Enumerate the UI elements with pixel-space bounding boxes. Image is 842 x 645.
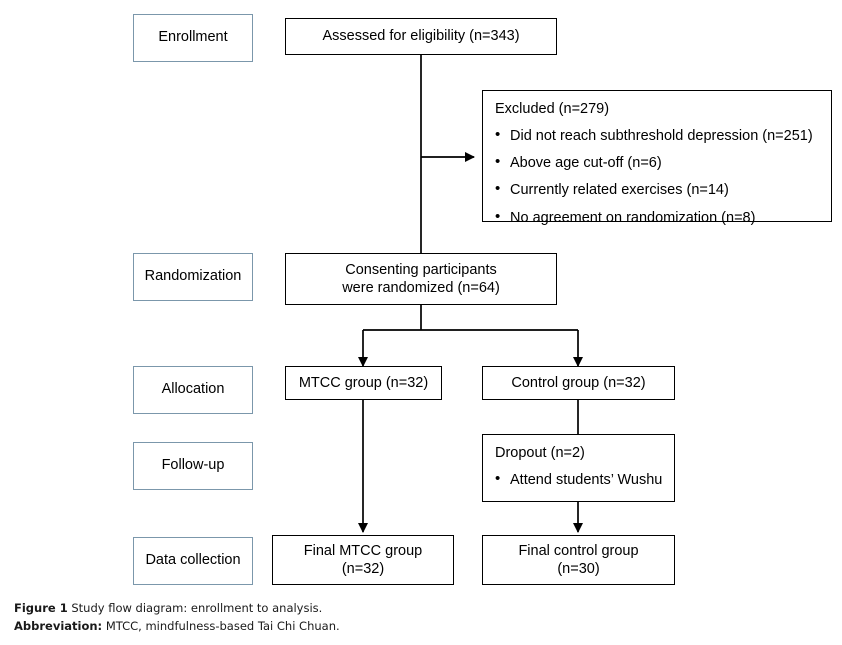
node-dropout-list: Attend students’ Wushu bbox=[495, 470, 662, 489]
node-assessed-for-eligibility-text: Assessed for eligibility (n=343) bbox=[322, 28, 520, 45]
stage-label-data-collection-text: Data collection bbox=[145, 552, 241, 569]
node-final-control-group: Final control group (n=30) bbox=[482, 535, 675, 585]
node-dropout: Dropout (n=2) Attend students’ Wushu bbox=[482, 434, 675, 502]
figure-caption-text: Study flow diagram: enrollment to analys… bbox=[67, 601, 323, 615]
node-excluded-item: Above age cut-off (n=6) bbox=[495, 153, 819, 172]
stage-label-allocation-text: Allocation bbox=[161, 381, 225, 398]
node-randomized-line1: Consenting participants bbox=[345, 261, 497, 278]
stage-label-randomization: Randomization bbox=[133, 253, 253, 301]
node-final-control-group-line2: (n=30) bbox=[557, 561, 600, 577]
node-excluded-heading: Excluded (n=279) bbox=[495, 101, 610, 117]
node-dropout-item: Attend students’ Wushu bbox=[495, 470, 662, 489]
figure-caption: Figure 1 Study flow diagram: enrollment … bbox=[14, 600, 714, 636]
figure-caption-label: Figure 1 bbox=[14, 601, 68, 615]
node-final-mtcc-group-line2: (n=32) bbox=[341, 561, 385, 577]
stage-label-allocation: Allocation bbox=[133, 366, 253, 414]
node-excluded: Excluded (n=279) Did not reach subthresh… bbox=[482, 90, 832, 226]
node-randomized: Consenting participants were randomized … bbox=[285, 253, 557, 305]
node-mtcc-group-text: MTCC group (n=32) bbox=[298, 374, 429, 391]
stage-label-randomization-text: Randomization bbox=[144, 268, 242, 285]
node-mtcc-group: MTCC group (n=32) bbox=[285, 366, 442, 400]
figure-abbreviation-label: Abbreviation: bbox=[14, 618, 103, 633]
node-final-mtcc-group-line1: Final MTCC group bbox=[303, 542, 423, 559]
node-excluded-item: No agreement on randomization (n=8) bbox=[495, 207, 819, 227]
figure-abbreviation-text: MTCC, mindfulness-based Tai Chi Chuan. bbox=[102, 618, 340, 633]
stage-label-followup-text: Follow-up bbox=[161, 457, 225, 474]
stage-label-data-collection: Data collection bbox=[133, 537, 253, 585]
node-excluded-item: Did not reach subthreshold depression (n… bbox=[495, 126, 819, 145]
node-control-group-text: Control group (n=32) bbox=[511, 374, 646, 391]
stage-label-enrollment: Enrollment bbox=[133, 14, 253, 62]
node-excluded-list: Did not reach subthreshold depression (n… bbox=[495, 126, 819, 227]
node-final-control-group-line1: Final control group bbox=[518, 542, 639, 559]
figure-abbreviation-line: Abbreviation: MTCC, mindfulness-based Ta… bbox=[14, 618, 714, 636]
node-excluded-item: Currently related exercises (n=14) bbox=[495, 180, 819, 199]
node-assessed-for-eligibility: Assessed for eligibility (n=343) bbox=[285, 18, 557, 55]
node-control-group: Control group (n=32) bbox=[482, 366, 675, 400]
node-final-mtcc-group: Final MTCC group (n=32) bbox=[272, 535, 454, 585]
study-flow-diagram: Enrollment Randomization Allocation Foll… bbox=[0, 0, 842, 592]
stage-label-followup: Follow-up bbox=[133, 442, 253, 490]
figure-caption-line: Figure 1 Study flow diagram: enrollment … bbox=[14, 600, 714, 618]
node-dropout-heading: Dropout (n=2) bbox=[495, 445, 585, 461]
stage-label-enrollment-text: Enrollment bbox=[158, 29, 228, 46]
node-randomized-line2: were randomized (n=64) bbox=[342, 280, 500, 296]
